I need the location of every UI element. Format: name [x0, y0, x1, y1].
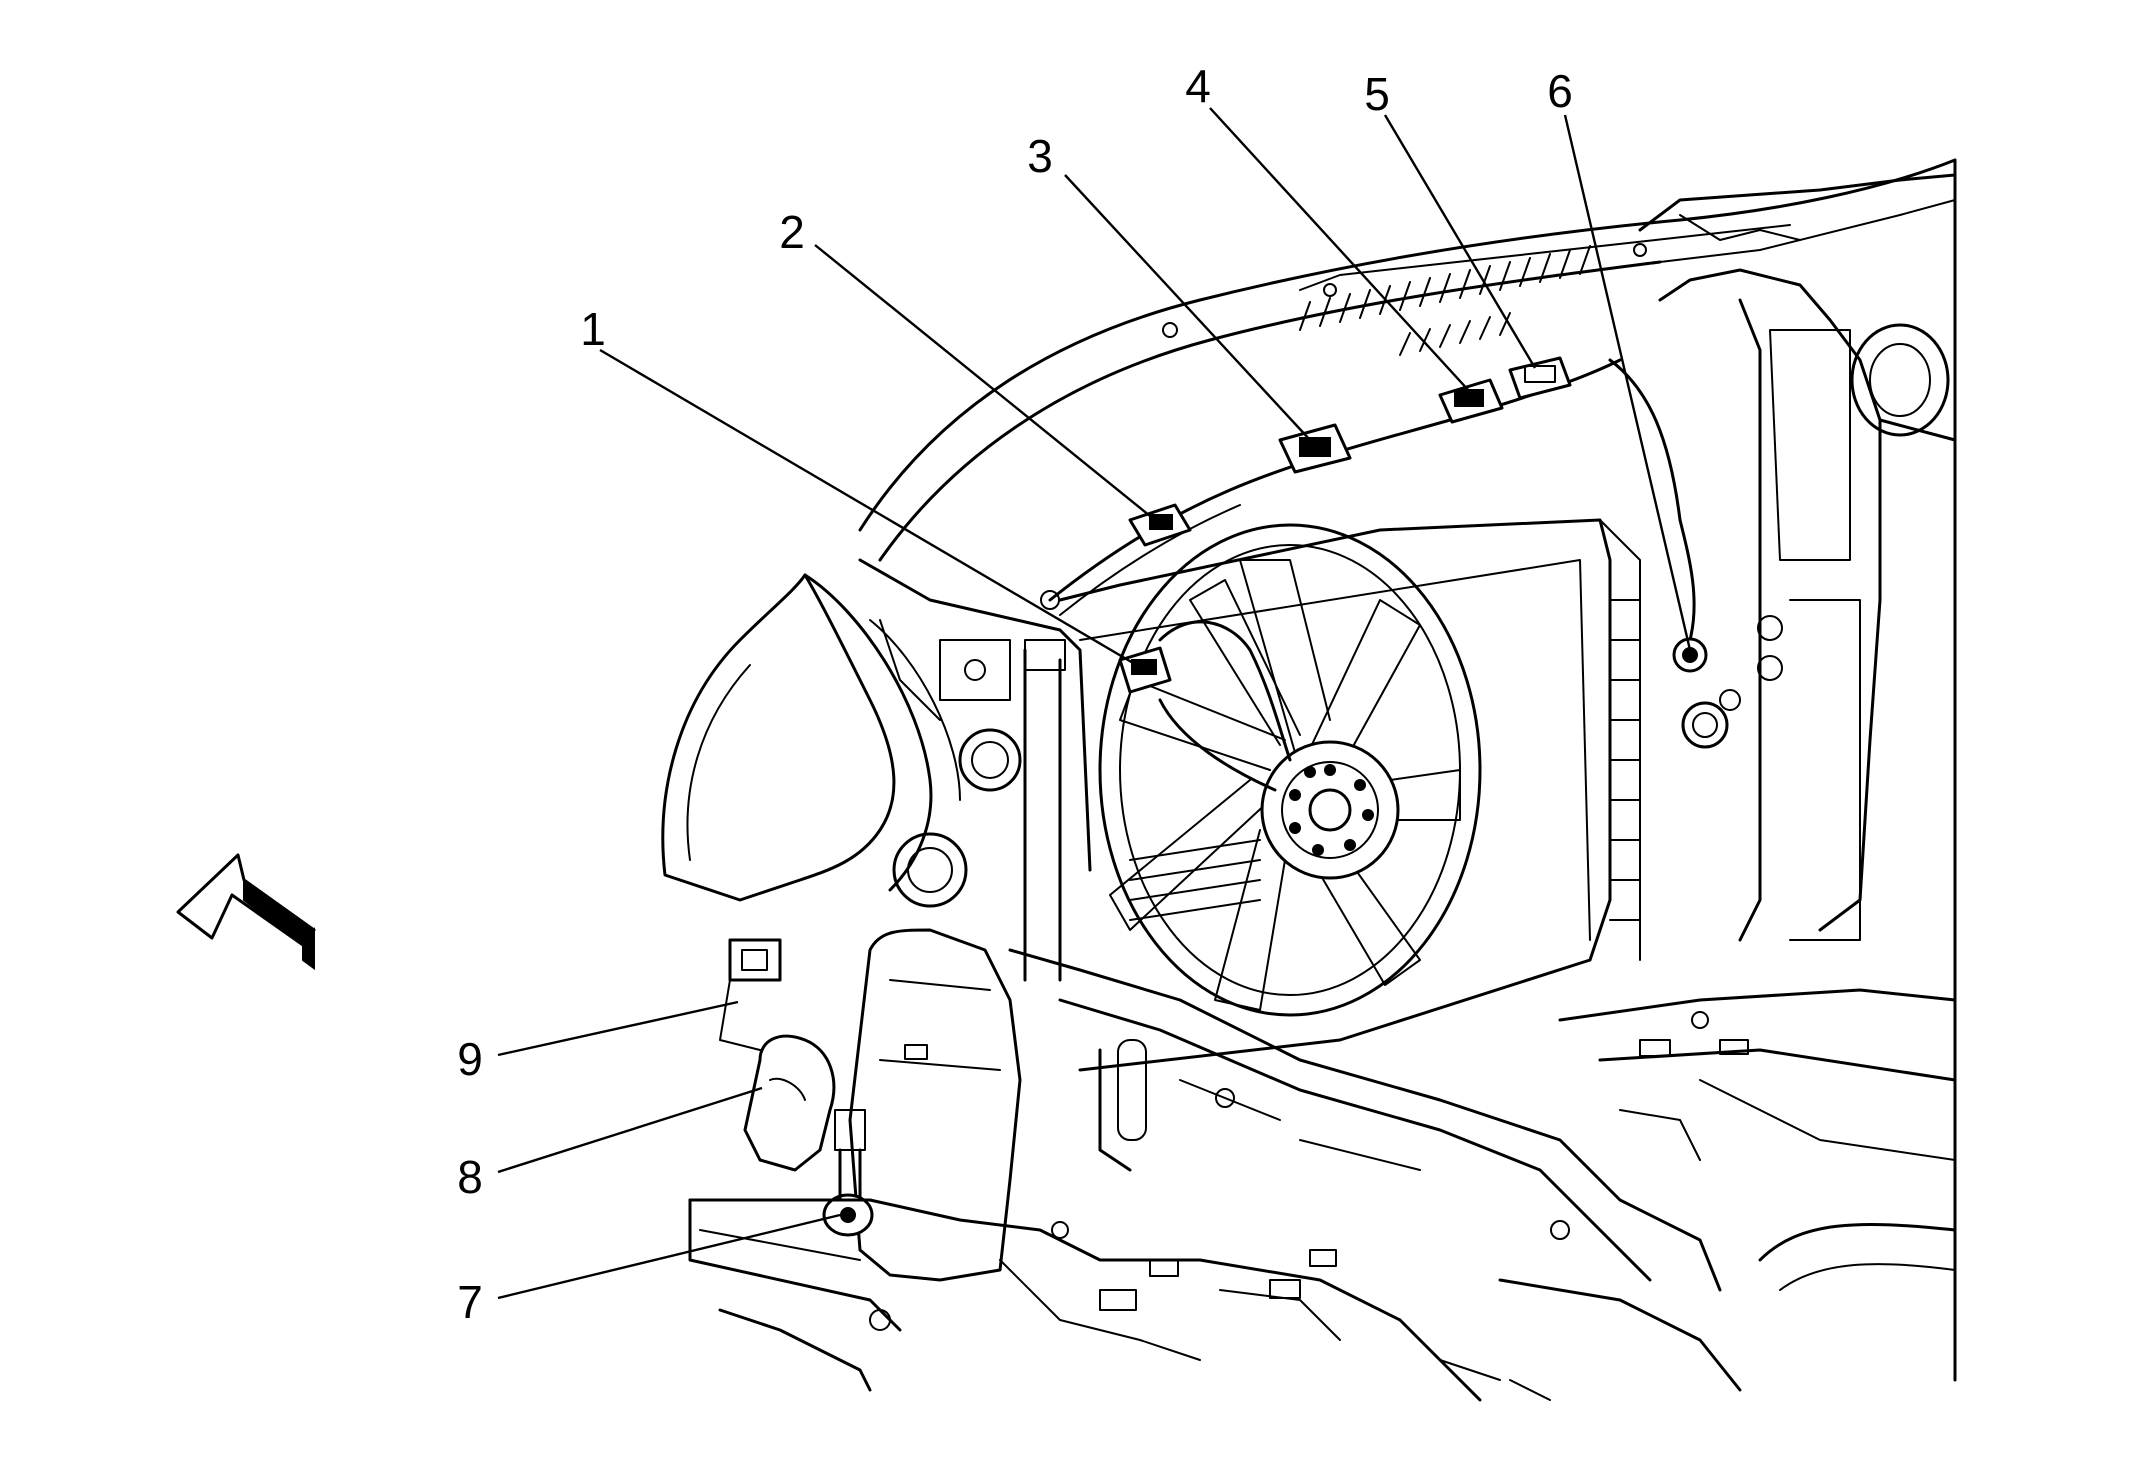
callout-labels: 1 2 3 4 5 6 7 8 9	[457, 60, 1573, 1328]
callout-7: 7	[457, 1276, 483, 1328]
connector-5	[1508, 356, 1572, 400]
callout-8: 8	[457, 1151, 483, 1203]
connector-6	[1672, 637, 1729, 749]
connector-3	[1278, 423, 1352, 474]
leader-3	[1064, 174, 1311, 441]
leader-lines	[497, 107, 1692, 1300]
engine-compartment-illustration	[661, 158, 1957, 1402]
callout-1: 1	[580, 303, 606, 355]
callout-3: 3	[1027, 130, 1053, 182]
leader-8	[497, 1086, 763, 1174]
right-floor-pan	[1558, 988, 1957, 1291]
right-strut-tower	[1638, 173, 1957, 962]
callout-2: 2	[779, 206, 805, 258]
front-direction-arrow	[176, 853, 316, 970]
leader-5	[1383, 114, 1537, 369]
leader-1	[599, 348, 1146, 672]
connector-4	[1438, 378, 1504, 424]
washer-reservoir	[848, 928, 1022, 1282]
horn	[743, 1034, 836, 1172]
radiator-support-left	[858, 558, 1092, 982]
callout-4: 4	[1185, 60, 1211, 112]
callout-5: 5	[1364, 68, 1390, 120]
lower-frame-rail	[1008, 948, 1722, 1292]
wiring-harness-upper	[1048, 358, 1696, 642]
left-headlamp	[661, 573, 1022, 908]
callout-9: 9	[457, 1033, 483, 1085]
leader-9	[497, 1000, 739, 1057]
radiator-and-fan	[1058, 518, 1641, 1072]
leader-2	[814, 244, 1156, 521]
leader-4	[1209, 107, 1471, 393]
leader-7	[497, 1213, 841, 1300]
fan-hub-holes	[1289, 764, 1374, 856]
washer-pump	[822, 1109, 874, 1237]
connector-2	[1128, 503, 1192, 547]
ambient-sensor-bracket	[719, 938, 782, 1051]
radiator-fins	[1609, 599, 1641, 921]
callout-6: 6	[1547, 65, 1573, 117]
leader-6	[1563, 114, 1692, 651]
cowl-panel	[858, 158, 1957, 562]
lower-underbody	[688, 1198, 1742, 1402]
cowl-vent-louvers	[1299, 245, 1591, 356]
